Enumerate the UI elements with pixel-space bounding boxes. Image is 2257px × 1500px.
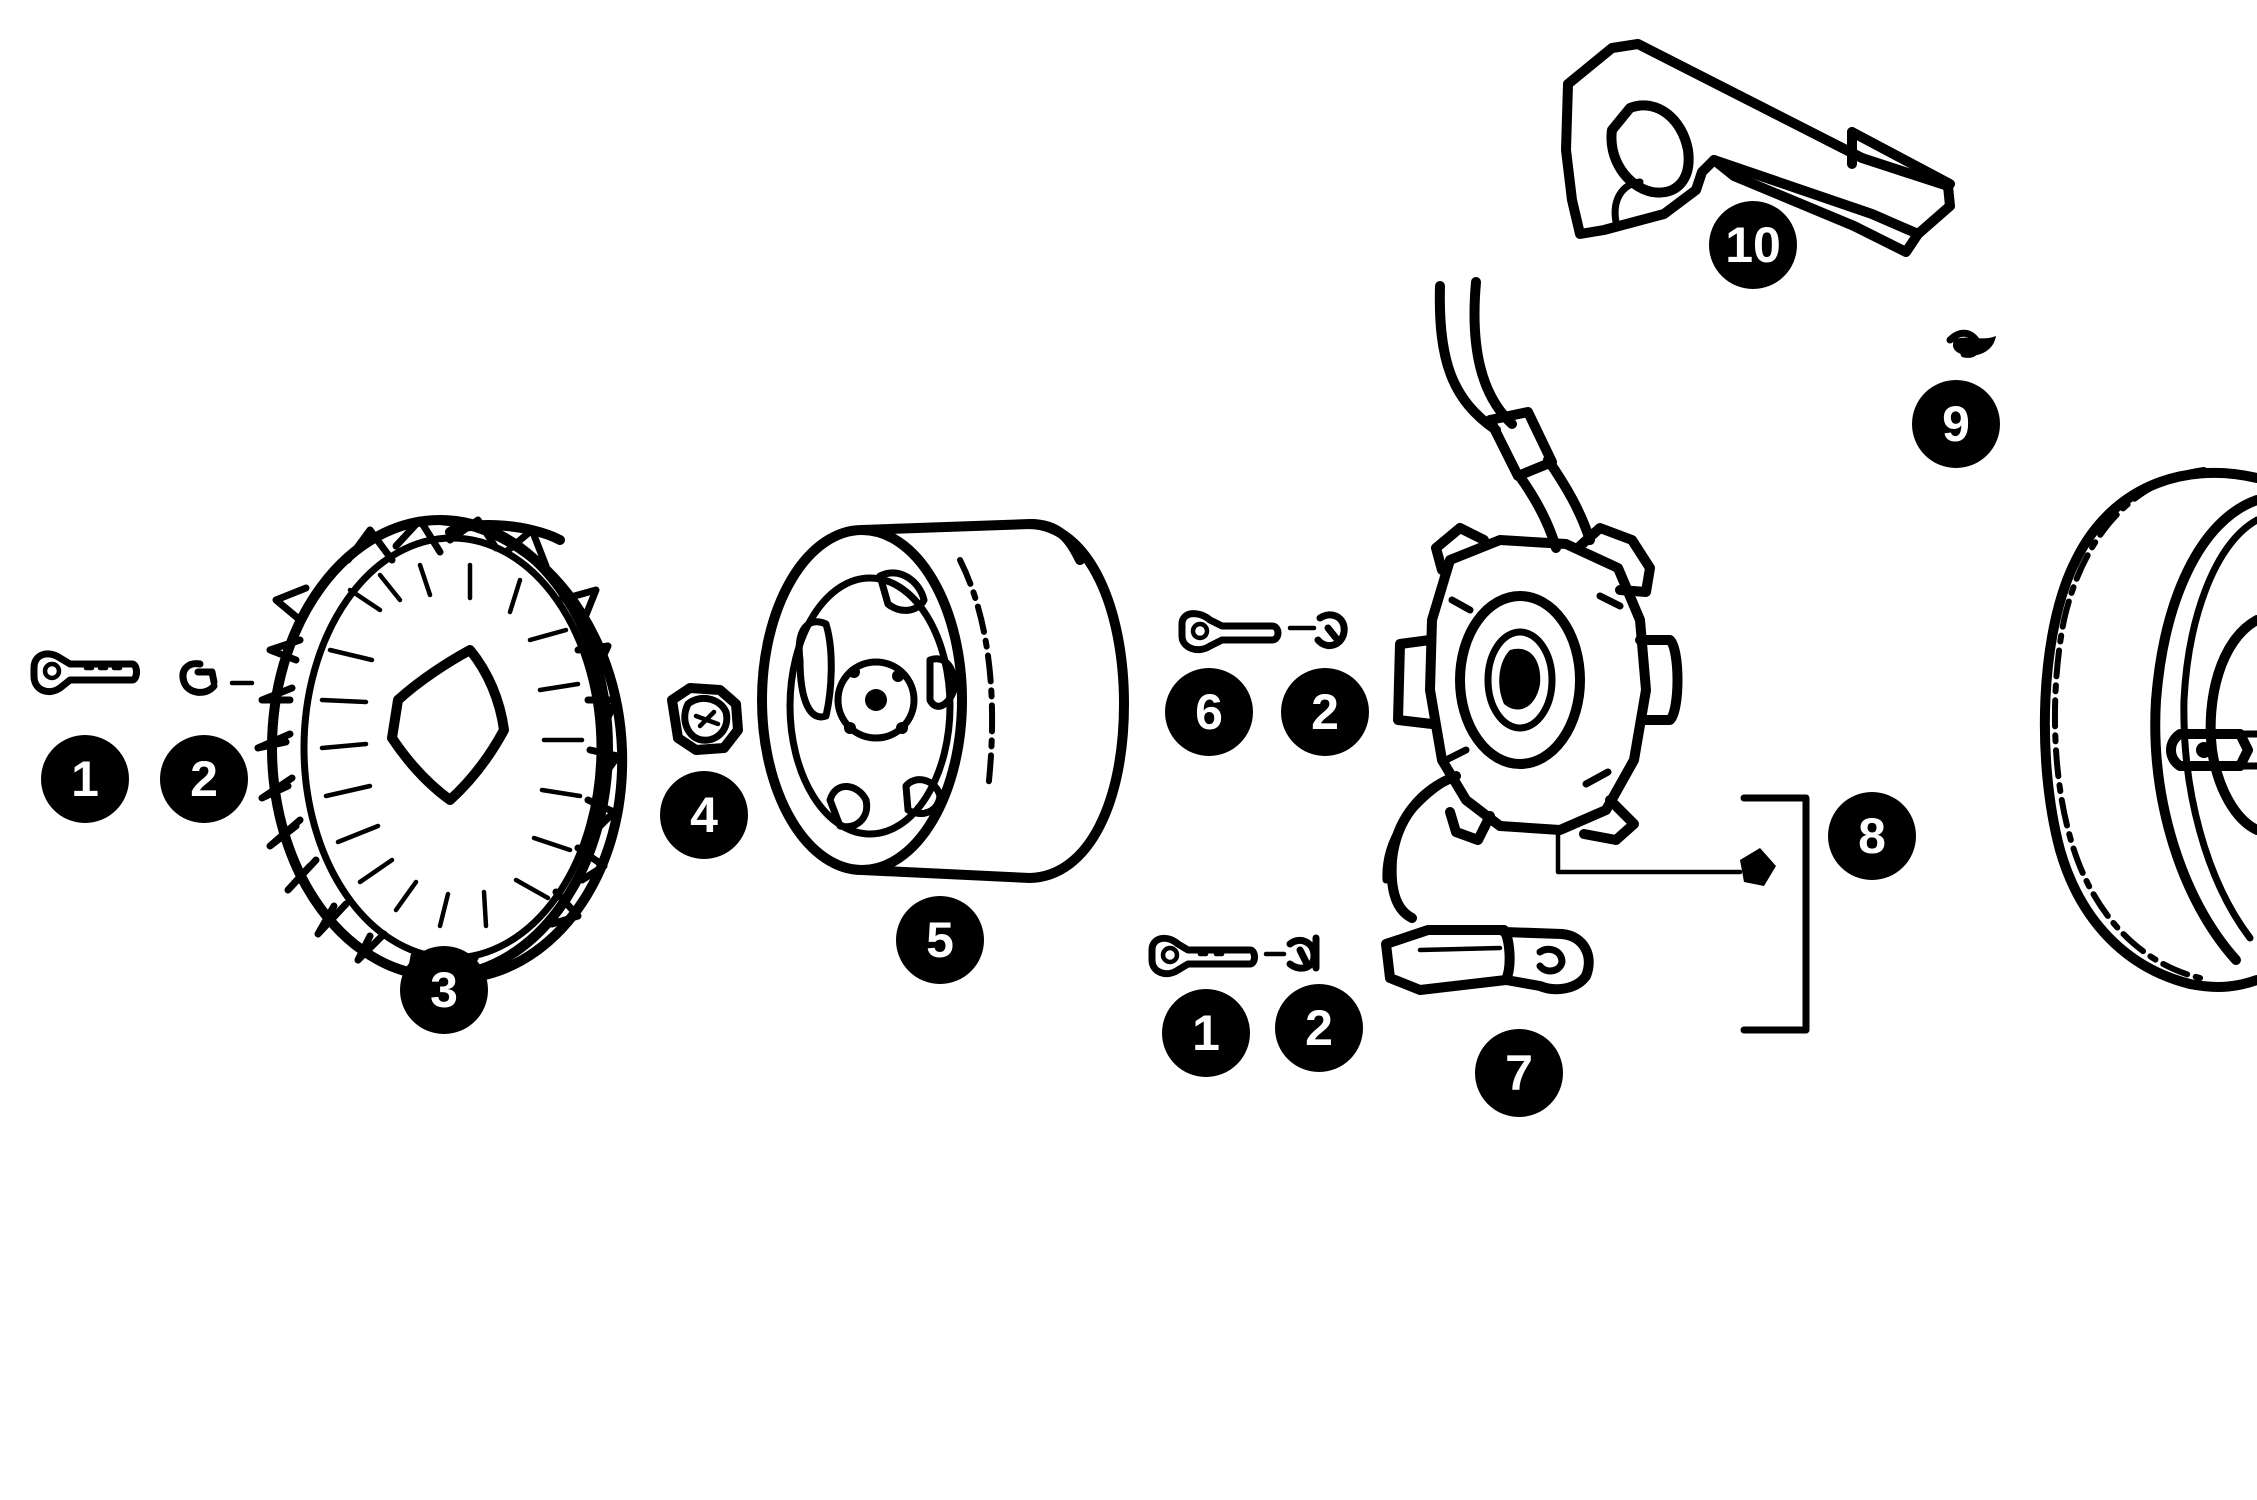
flywheel-fan-part-3 bbox=[254, 515, 628, 986]
svg-text:4: 4 bbox=[690, 787, 718, 843]
bolt-part-1-lower bbox=[1148, 934, 1258, 978]
callout-8: 8 bbox=[1828, 792, 1916, 880]
callout-4: 4 bbox=[660, 771, 748, 859]
washer-part-2-upper bbox=[1287, 611, 1348, 650]
svg-text:5: 5 bbox=[926, 912, 954, 968]
stator-with-wires bbox=[1382, 277, 1683, 923]
bolt-part-1-left bbox=[30, 650, 140, 695]
clip-part-9 bbox=[1946, 329, 1996, 358]
svg-text:6: 6 bbox=[1195, 684, 1223, 740]
svg-text:10: 10 bbox=[1725, 217, 1781, 273]
callout-2-lower: 2 bbox=[1275, 984, 1363, 1072]
ignition-module-part-7 bbox=[1381, 925, 1594, 995]
nut-part-4 bbox=[667, 683, 743, 755]
callout-10: 10 bbox=[1709, 201, 1797, 289]
bolt-part-6 bbox=[1178, 610, 1282, 654]
bracket-arm-part-10 bbox=[1561, 39, 1955, 257]
washer-part-2-lower bbox=[1263, 934, 1320, 972]
svg-text:1: 1 bbox=[71, 751, 99, 807]
svg-text:3: 3 bbox=[430, 962, 458, 1018]
group-bracket-part-8 bbox=[1555, 794, 1810, 1034]
callout-5: 5 bbox=[896, 896, 984, 984]
callout-9: 9 bbox=[1912, 380, 2000, 468]
svg-text:9: 9 bbox=[1942, 396, 1970, 452]
callout-3: 3 bbox=[400, 946, 488, 1034]
callout-1-lower: 1 bbox=[1162, 989, 1250, 1077]
svg-text:8: 8 bbox=[1858, 808, 1886, 864]
drum-cup-part-5 bbox=[757, 519, 1129, 883]
callout-1-left: 1 bbox=[41, 735, 129, 823]
svg-text:2: 2 bbox=[190, 751, 218, 807]
callout-2-upper: 2 bbox=[1281, 668, 1369, 756]
svg-text:1: 1 bbox=[1192, 1005, 1220, 1061]
callout-7: 7 bbox=[1475, 1029, 1563, 1117]
callout-2-left: 2 bbox=[160, 735, 248, 823]
housing-partial-right bbox=[2039, 467, 2257, 992]
callout-6: 6 bbox=[1165, 668, 1253, 756]
washer-part-2-left bbox=[179, 660, 255, 696]
svg-text:7: 7 bbox=[1505, 1045, 1533, 1101]
svg-text:2: 2 bbox=[1305, 1000, 1333, 1056]
svg-text:2: 2 bbox=[1311, 684, 1339, 740]
